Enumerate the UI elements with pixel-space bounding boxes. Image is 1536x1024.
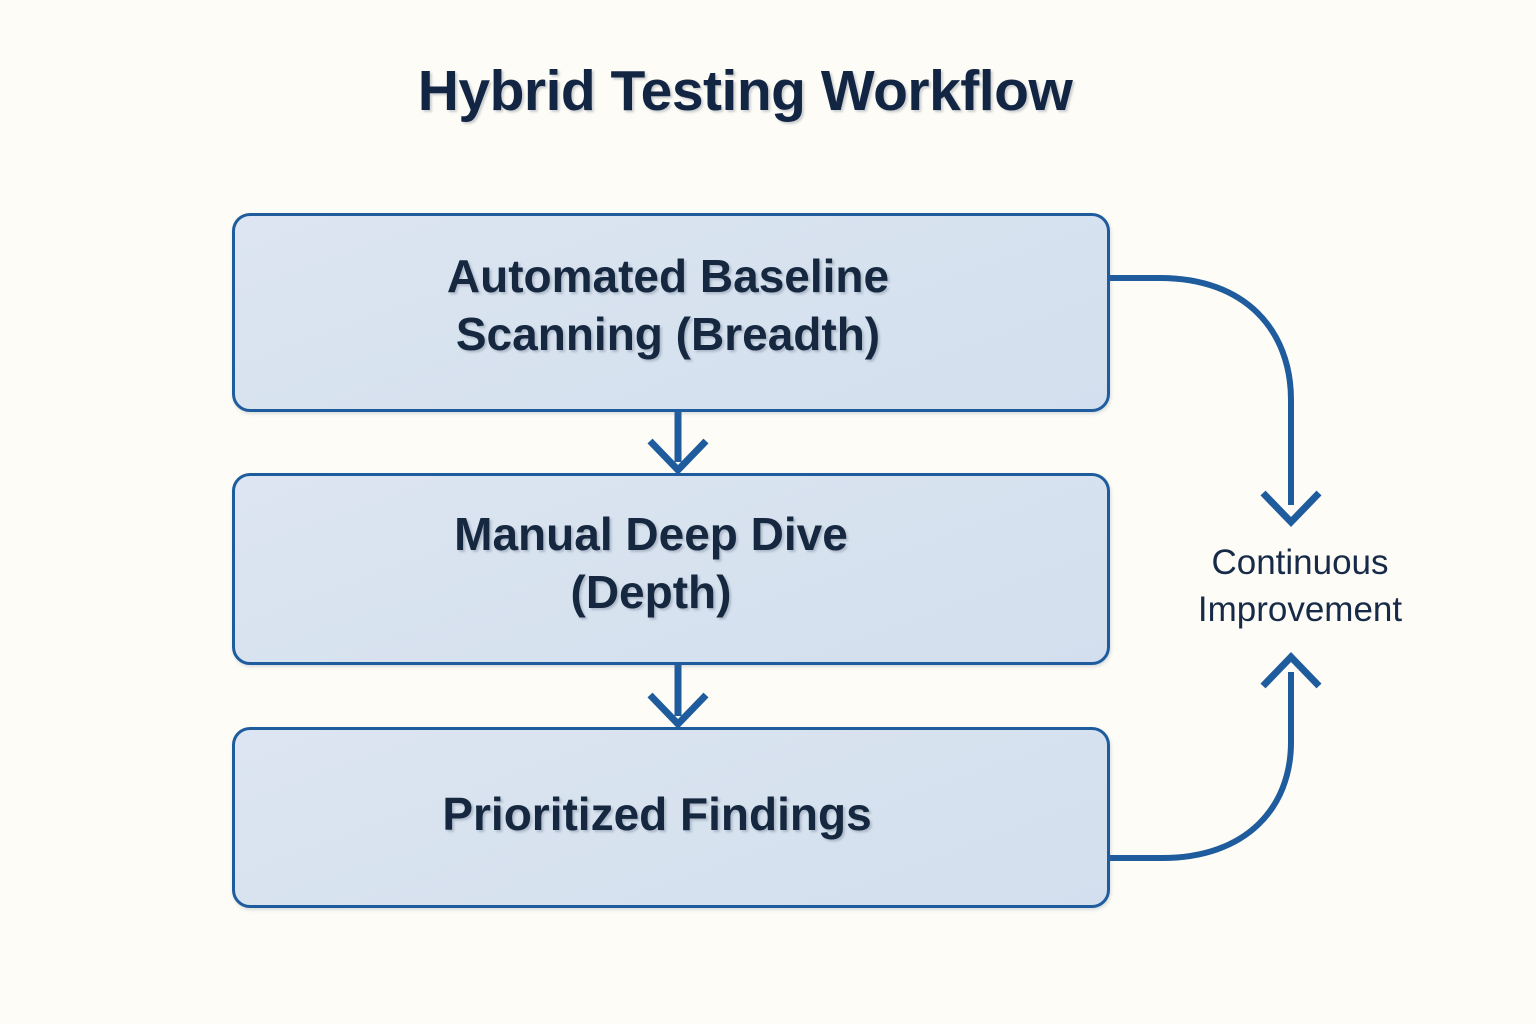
flow-node-label: Automated Baseline Scanning (Breadth) [235,248,1107,364]
continuous-improvement-label: Continuous Improvement [1150,540,1450,633]
connector-baseline-to-deepdive [647,412,709,476]
continuous-improvement-line1: Continuous [1211,543,1389,582]
arrowhead-down-icon [647,692,709,730]
connector-curve [1110,672,1294,861]
connector-baseline-to-continuous-improvement [1110,275,1322,528]
page-title: Hybrid Testing Workflow [417,59,1073,123]
flow-node-label: Prioritized Findings [235,786,1107,844]
connector-findings-to-continuous-improvement [1110,651,1322,861]
flow-node-label-line1: Automated Baseline [446,250,890,302]
flow-node-label-line2: Scanning (Breadth) [455,307,881,360]
flow-node-label-line1: Prioritized Findings [442,788,872,840]
flow-node-label: Manual Deep Dive (Depth) [235,506,1107,622]
arrowhead-down-icon [647,438,709,476]
connector-deepdive-to-findings [647,665,709,730]
arrowhead-up-icon [1260,651,1322,689]
connector-curve [1110,275,1294,505]
flow-node-automated-baseline-scanning[interactable]: Automated Baseline Scanning (Breadth) [232,213,1110,412]
continuous-improvement-line2: Improvement [1197,589,1403,629]
arrowhead-down-icon [1260,490,1322,528]
flow-node-manual-deep-dive[interactable]: Manual Deep Dive (Depth) [232,473,1110,665]
flow-node-label-line1: Manual Deep Dive [454,508,848,560]
flow-node-label-line2: (Depth) [570,565,732,618]
flow-node-prioritized-findings[interactable]: Prioritized Findings [232,727,1110,908]
